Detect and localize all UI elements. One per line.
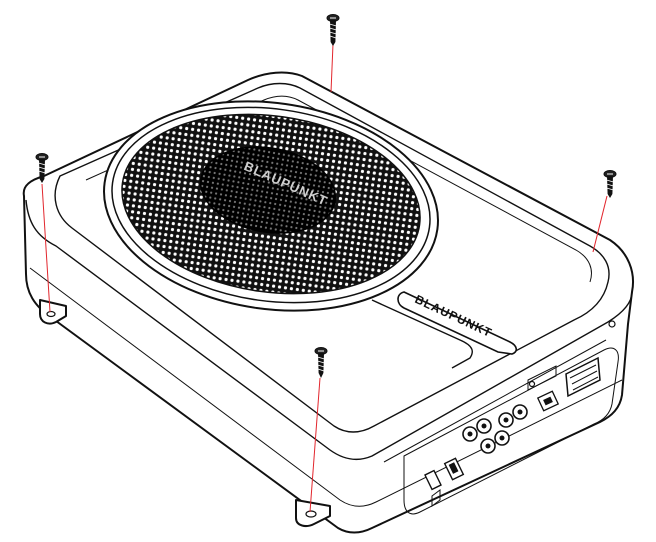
badge-plate (397, 291, 518, 355)
guide-line-left (41, 183, 51, 313)
speaker-grille: BLAUPUNKT (103, 100, 439, 312)
top-panel (54, 82, 610, 433)
grille-ring-2 (111, 106, 431, 304)
mounting-tabs (39, 299, 331, 527)
speaker-cone (199, 146, 337, 234)
guide-line-front (309, 377, 321, 513)
lower-rim (29, 267, 623, 507)
screw-top (326, 14, 340, 46)
top-panel-inner (85, 95, 592, 283)
top-edge (25, 199, 633, 461)
connector-slot (527, 365, 557, 391)
rca-jacks (462, 404, 528, 454)
guide-line-top (330, 43, 334, 93)
connector-panel (424, 320, 616, 507)
panel-screw (608, 320, 616, 328)
screw-front (314, 347, 328, 378)
front-band (383, 339, 607, 463)
screw-left (35, 153, 49, 183)
guide-lines (41, 43, 608, 513)
panel-screw (528, 380, 536, 388)
front-panel (403, 347, 619, 515)
remote-port (424, 469, 442, 491)
screws (35, 14, 617, 378)
screw-right (603, 170, 617, 198)
guide-line-right (592, 195, 608, 253)
badge-ridge (371, 299, 473, 369)
